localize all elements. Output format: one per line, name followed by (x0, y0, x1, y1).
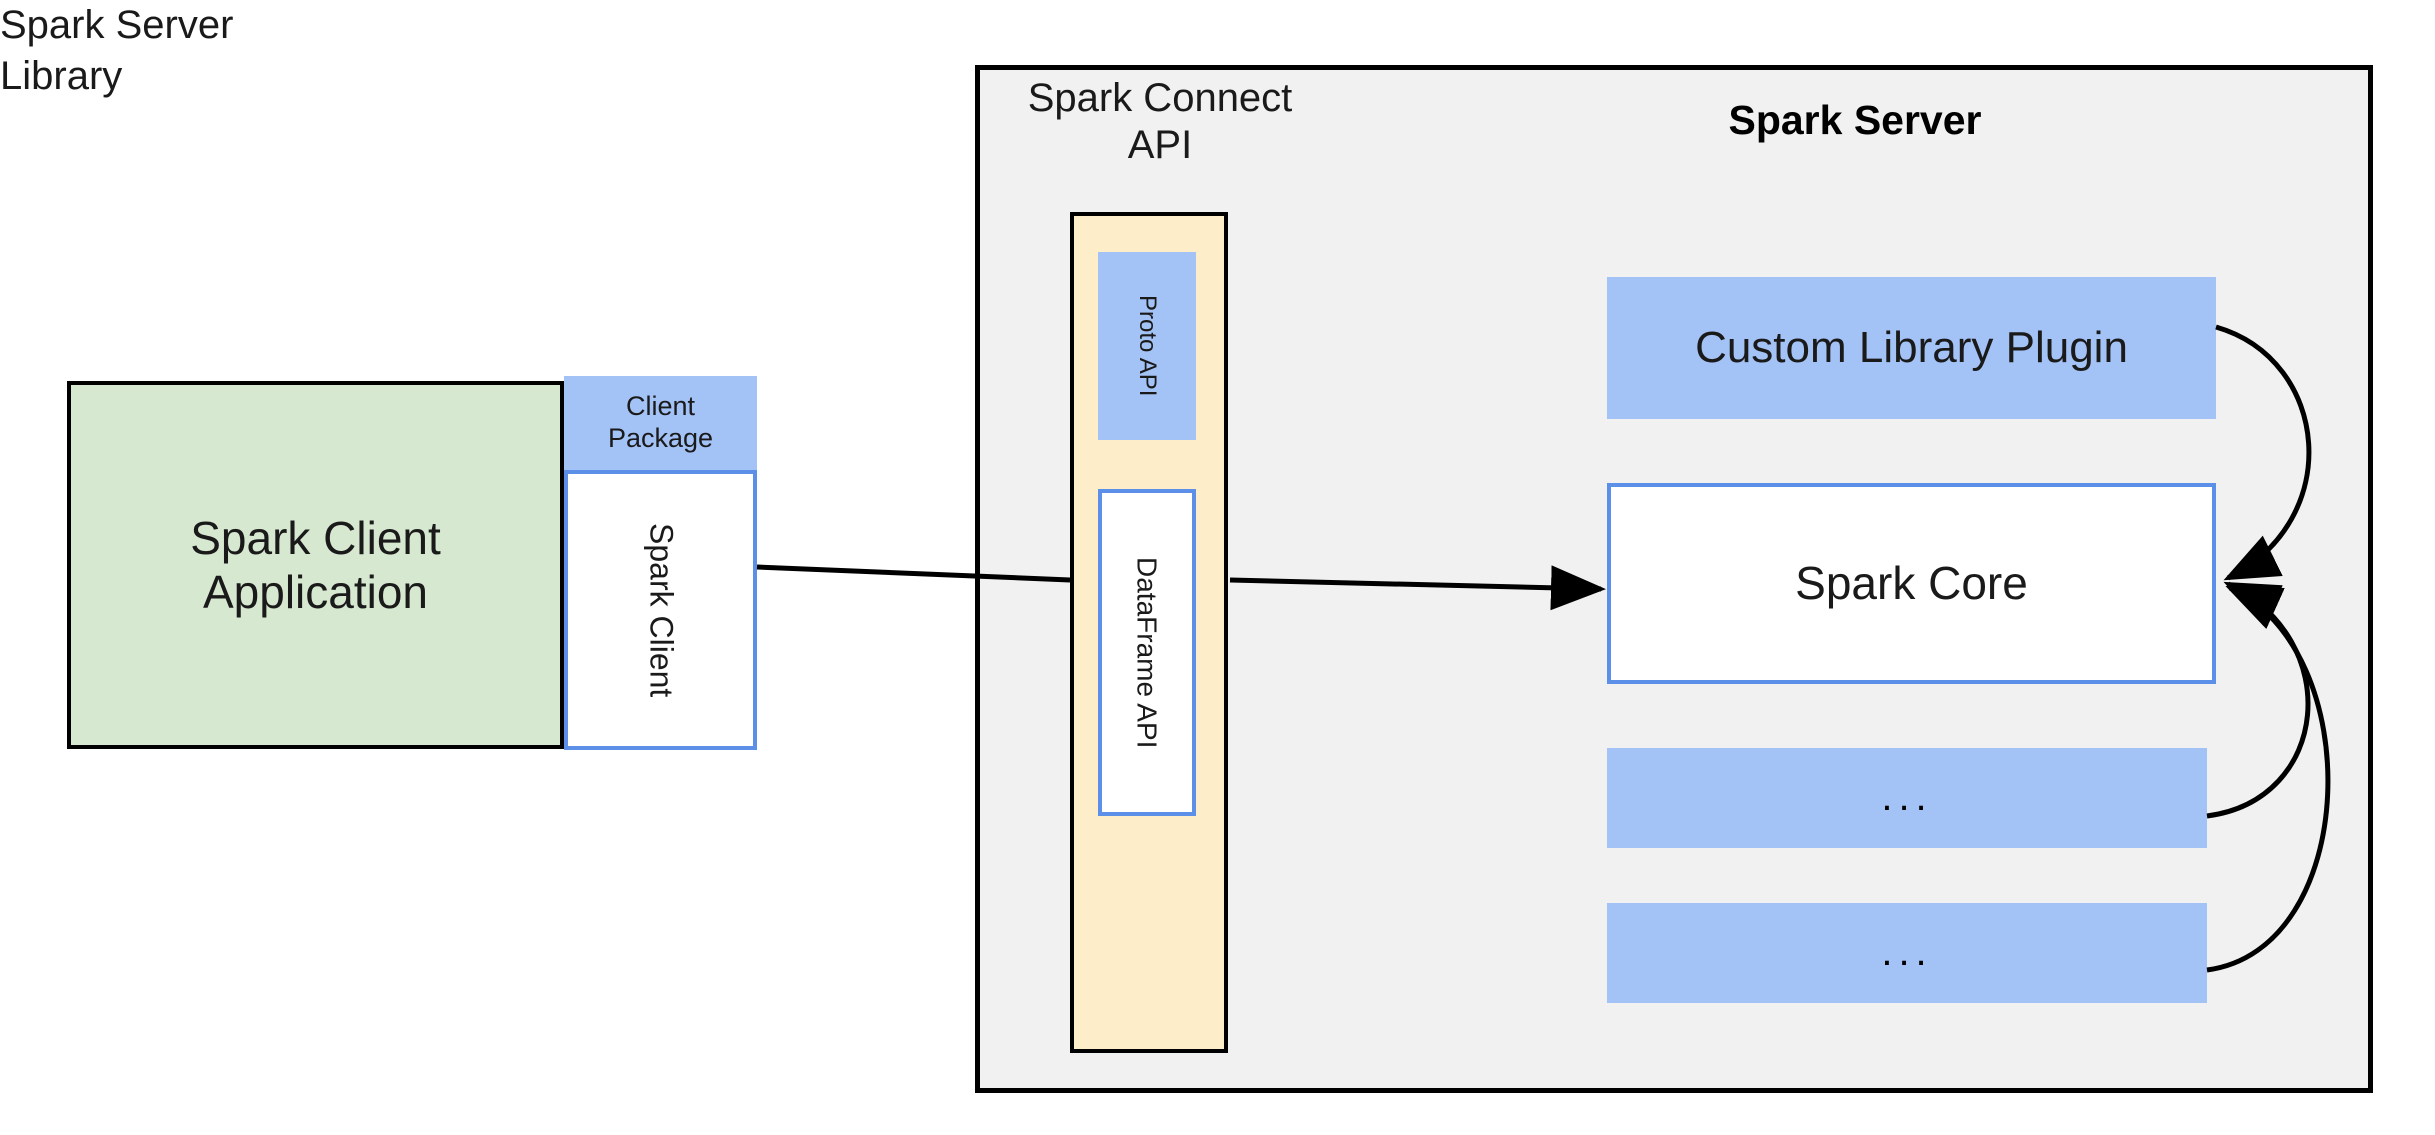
custom-library-plugin-block[interactable]: Custom Library Plugin (1607, 277, 2216, 419)
spark-connect-api-label-line1: Spark Connect (1027, 76, 1293, 120)
custom-library-plugin-label: Custom Library Plugin (1695, 323, 2128, 373)
server-block-ellipsis-2[interactable]: ... (1607, 903, 2207, 1003)
proto-api-label: Proto API (1134, 295, 1162, 397)
spark-server-library-line2: Library (0, 54, 123, 99)
dataframe-api-block[interactable]: DataFrame API (1098, 489, 1196, 816)
spark-core-block[interactable]: Spark Core (1607, 483, 2216, 684)
client-package-label-line2: Package (607, 423, 714, 453)
server-block-ellipsis-1[interactable]: ... (1607, 748, 2207, 848)
dataframe-api-label: DataFrame API (1131, 556, 1163, 749)
spark-connect-api-label-line2: API (1127, 123, 1193, 168)
ellipsis-1-label: ... (1881, 775, 1933, 820)
client-app-label-line1: Spark Client (190, 511, 441, 564)
spark-server-library-line1: Spark Server (0, 3, 234, 47)
spark-client-block[interactable]: Spark Client (564, 470, 757, 750)
client-package-block[interactable]: Client Package (564, 376, 757, 470)
spark-server-library-label: Spark Server Library (0, 0, 290, 120)
spark-core-label: Spark Core (1795, 557, 2028, 610)
proto-api-block[interactable]: Proto API (1098, 252, 1196, 440)
client-app-label-line2: Application (202, 566, 429, 618)
ellipsis-2-label: ... (1881, 930, 1933, 975)
spark-client-label: Spark Client (643, 522, 680, 698)
spark-connect-api-label: Spark Connect API (1010, 65, 1310, 175)
spark-server-title: Spark Server (1728, 96, 1982, 143)
client-package-label-line1: Client (625, 391, 695, 422)
spark-client-application-block[interactable]: Spark Client Application (67, 381, 564, 749)
